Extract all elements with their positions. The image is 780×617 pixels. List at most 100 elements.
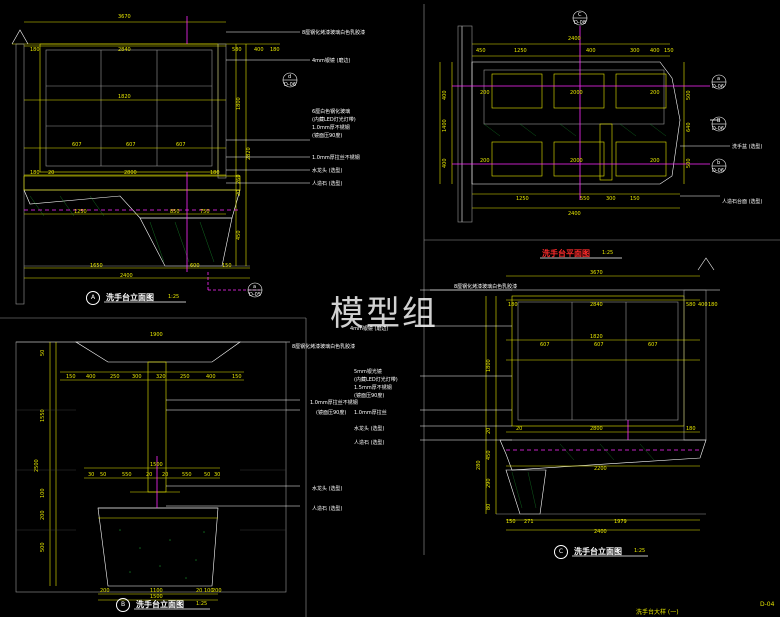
dim-b-bot-2: 20 <box>196 588 202 594</box>
tag-plan-c: C <box>578 12 582 18</box>
dim-a-vert-1: 1800 <box>236 97 242 110</box>
plan-magenta <box>452 26 720 200</box>
dim-b-top-5: 320 <box>156 374 166 380</box>
dim-b-vert-1: 1550 <box>40 409 46 422</box>
note-cabinet-1: 6厘白色钢化玻璃 <box>312 108 350 115</box>
plan-dims: 2400 450 1250 400 300 400 150 200 2000 2… <box>442 36 692 217</box>
note-cabinet-3: 1.0mm厚不锈钢 <box>312 124 350 131</box>
note-b-4: 水龙头 (选型) <box>312 485 343 492</box>
dim-a-bot-1: 1250 <box>74 209 87 215</box>
dim-c-vert-0: 1800 <box>486 359 492 372</box>
elevation-a-notes: 8厘钢化烤漆玻璃白色乳胶漆 4mm银镜 (磨边) 6厘白色钢化玻璃 (内藏LED… <box>302 29 365 187</box>
dim-plan-top-6: 400 <box>650 48 660 54</box>
dim-c-row-2: 607 <box>594 342 604 348</box>
dim-plan-bot-1: 1250 <box>516 196 529 202</box>
note-c-9: 4mm银镜 (磨边) <box>350 325 388 332</box>
dim-b-top-6: 250 <box>180 374 190 380</box>
dim-plan-cell-5: 2000 <box>570 158 583 164</box>
dim-plan-vert-5: 640 <box>686 122 692 132</box>
note-c-5: (镜面压90度) <box>354 392 384 399</box>
dim-plan-cell-3: 200 <box>650 90 660 96</box>
view-a-scale: 1:25 <box>168 294 180 300</box>
note-stone: 人造石 (选型) <box>312 180 343 187</box>
tag-a-a: a <box>253 284 256 290</box>
dim-a-row-3: 607 <box>126 142 136 148</box>
elevation-c-notes: 8厘钢化烤漆玻璃白色乳胶漆 5mm银光镜 (内藏LED灯光灯带) 1.5mm厚不… <box>350 283 517 446</box>
dim-b-top-8: 150 <box>232 374 242 380</box>
elevation-a-geometry <box>11 21 310 305</box>
note-c-3: (内藏LED灯光灯带) <box>354 376 398 383</box>
dim-plan-vert-2: 1400 <box>442 119 448 132</box>
dim-plan-vert-4: 500 <box>686 90 692 100</box>
note-ceiling: 8厘钢化烤漆玻璃白色乳胶漆 <box>302 29 365 36</box>
dim-a-bot-2: 850 <box>170 209 180 215</box>
dim-plan-top-4: 400 <box>586 48 596 54</box>
dim-plan-vert-3: 400 <box>442 158 448 168</box>
elevation-b-notes: 8厘钢化烤漆玻璃白色乳胶漆 1.0mm厚拉丝不锈钢 (镜面压90度) 水龙头 (… <box>292 343 358 512</box>
note-b-2: 1.0mm厚拉丝不锈钢 <box>310 399 358 406</box>
note-faucet: 水龙头 (选型) <box>312 167 343 174</box>
dim-c-top-0: 3670 <box>590 270 603 276</box>
dim-a-row-4: 607 <box>176 142 186 148</box>
dim-a-row-5: 2800 <box>124 170 137 176</box>
dim-c-bot-1: 150 <box>506 519 516 525</box>
dim-c-top-1: 180 <box>508 302 518 308</box>
dim-plan-top-5: 300 <box>630 48 640 54</box>
dim-b-top-2: 400 <box>86 374 96 380</box>
plan-hatch <box>483 123 667 137</box>
plan-title: 洗手台平面图 <box>542 249 590 258</box>
dim-a-top-4: 400 <box>254 47 264 53</box>
dim-b-mid-7: 50 <box>204 472 210 478</box>
dim-b-top-4: 300 <box>132 374 142 380</box>
tag-plan-b2: b <box>717 160 720 166</box>
dim-b-bot-4: 200 <box>212 588 222 594</box>
plan-scale: 1:25 <box>602 250 614 256</box>
dim-a-bot-7: 2400 <box>120 273 133 279</box>
dim-plan-bot-2: 550 <box>580 196 590 202</box>
note-c-6: 1.0mm厚拉丝 <box>354 409 387 416</box>
elevation-c-dims: 3670 180 2840 580 400 180 1820 607 607 6… <box>476 270 718 535</box>
dim-c-bot-0: 2200 <box>594 466 607 472</box>
dim-a-vert-3: 260 <box>236 174 242 184</box>
note-b-1: 8厘钢化烤漆玻璃白色乳胶漆 <box>292 343 355 350</box>
dim-b-vert-0: 50 <box>40 350 46 356</box>
dim-a-bot-5: 600 <box>190 263 200 269</box>
dim-a-row-1: 1820 <box>118 94 131 100</box>
dim-c-bot-2: 271 <box>524 519 534 525</box>
dim-c-row-5: 20 <box>516 426 522 432</box>
elevation-b-wall-grid <box>16 409 286 531</box>
dim-b-top-3: 250 <box>110 374 120 380</box>
dim-a-vert-2: 2820 <box>246 147 252 160</box>
dim-plan-top-2: 450 <box>476 48 486 54</box>
tag-a-a-sheet: D-05 <box>249 292 261 298</box>
elevation-a-hatch <box>29 195 215 263</box>
dim-b-bot-3: 100 <box>204 588 214 594</box>
elevation-a-magenta <box>24 16 260 291</box>
plan-geometry <box>439 25 730 223</box>
dim-b-mid-2: 50 <box>100 472 106 478</box>
note-c-7: 水龙头 (选型) <box>354 425 385 432</box>
plan-notes: 洗手盆 (选型) 人造石台面 (选型) <box>722 143 763 205</box>
note-top: 人造石台面 (选型) <box>722 198 763 205</box>
dim-a-top-3: 580 <box>232 47 242 53</box>
dim-b-vert-4: 200 <box>40 510 46 520</box>
dim-c-top-5: 180 <box>708 302 718 308</box>
view-b-badge: B <box>116 598 130 612</box>
tag-plan-b: B <box>717 118 721 124</box>
dim-plan-cell-2: 2000 <box>570 90 583 96</box>
view-b-title: 洗手台立面图 <box>136 600 184 609</box>
elevation-c-magenta <box>506 420 700 451</box>
tag-plan-b-sheet: D-06 <box>712 126 724 132</box>
dim-a-row-7: 20 <box>48 170 54 176</box>
dim-a-vert-5: 450 <box>236 230 242 240</box>
section-tags <box>247 10 727 298</box>
dim-plan-top-3: 1250 <box>514 48 527 54</box>
note-c-2: 5mm银光镜 <box>354 368 382 375</box>
elevation-b-geometry <box>15 341 300 601</box>
elevation-c-hatch <box>511 443 655 509</box>
sheet-number: D-04 <box>760 601 775 608</box>
dim-plan-cell-1: 200 <box>480 90 490 96</box>
dim-c-bot-4: 2400 <box>594 529 607 535</box>
tag-plan-c-sheet: D-08 <box>574 20 586 26</box>
